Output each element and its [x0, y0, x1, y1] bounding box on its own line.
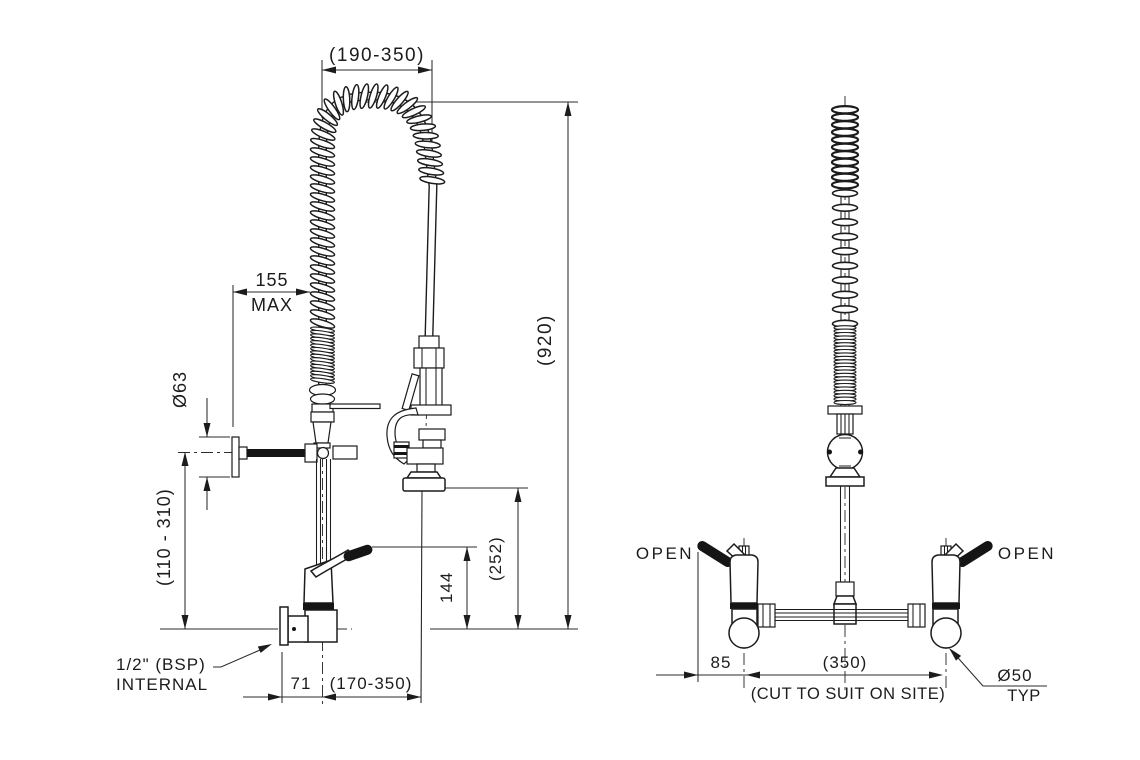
front-spring	[830, 105, 860, 414]
right-valve-body-ball	[930, 617, 962, 649]
inlet-label-line1: 1/2" (BSP)	[116, 655, 206, 674]
wall-plate-front	[826, 433, 864, 471]
hose-arch-coils	[309, 83, 446, 329]
dim-lines-right	[656, 552, 1047, 687]
wall-bracket	[231, 436, 358, 478]
dim-bracket-height-range: (110 - 310)	[154, 488, 174, 586]
dim-spray-reach: (170-350)	[330, 674, 413, 693]
left-valve-body-ball	[728, 617, 760, 649]
riser-tube	[315, 459, 332, 566]
front-riser	[825, 405, 865, 625]
spray-valve	[386, 335, 452, 492]
dim-inlet-centres: (350)	[823, 653, 868, 672]
left-view: (190-350) 155 MAX Ø63 (110 - 310) (920) …	[116, 45, 578, 705]
spring-top-coils	[830, 105, 860, 190]
dim-bracket-offset-note: MAX	[251, 295, 293, 315]
left-valve	[697, 541, 760, 649]
dim-hose-width: (190-350)	[329, 45, 425, 66]
right-view: OPEN OPEN 85 (350) (CUT TO SUIT ON SITE)…	[636, 96, 1056, 705]
coiled-hose	[308, 83, 446, 405]
dim-inlet-offset: 71	[291, 674, 312, 693]
left-valve-handle	[697, 541, 733, 567]
spray-bell	[402, 477, 446, 492]
dim-arrows-left	[181, 66, 572, 701]
mixer-body	[279, 544, 373, 646]
dim-body-diameter: Ø50	[997, 666, 1032, 685]
dim-handle-offset: 85	[711, 653, 732, 672]
dim-bracket-offset: 155	[255, 270, 288, 290]
dim-bracket-diameter: Ø63	[170, 371, 190, 408]
dim-overall-height: (920)	[535, 314, 556, 366]
centerlines-left	[178, 337, 430, 705]
inlet-label-line2: INTERNAL	[116, 675, 208, 694]
inlet-flange	[279, 606, 289, 646]
supply-tube	[757, 603, 926, 628]
right-valve	[930, 541, 993, 649]
spring-low-coils	[833, 325, 857, 406]
dim-body-diameter-note: TYP	[1007, 687, 1041, 705]
right-valve-handle	[957, 541, 993, 567]
open-label-left: OPEN	[636, 544, 694, 563]
dim-lines-left	[160, 60, 578, 703]
dim-spray-outlet-height: (252)	[486, 536, 505, 581]
hose-dense-coils	[310, 326, 335, 384]
mixer-lever-grip	[343, 544, 373, 562]
dim-inlet-centres-note: (CUT TO SUIT ON SITE)	[751, 685, 945, 703]
riser-fittings	[310, 403, 381, 449]
dim-lever-height: 144	[437, 572, 456, 603]
open-label-right: OPEN	[998, 544, 1056, 563]
